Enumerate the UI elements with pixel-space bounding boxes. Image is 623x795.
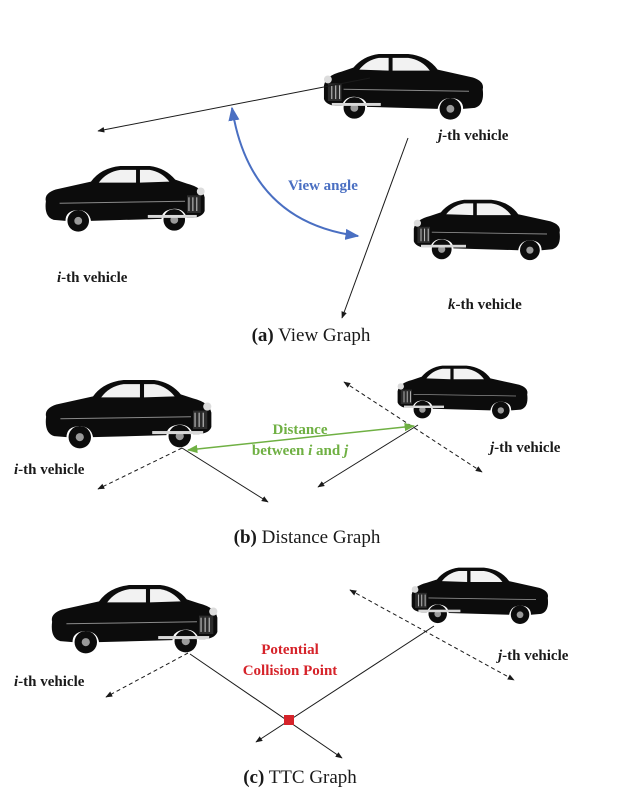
label-vehicle-j-panel-a: j-th vehicle [436, 128, 509, 144]
panel-c-ttc-graph: Potential Collision Point i-th vehicle j… [14, 568, 569, 788]
view-angle-arc [228, 106, 360, 240]
panel-a-view-graph: View angle j-th vehicle i-th vehicle k-t… [45, 54, 560, 346]
distance-label-line2: between i and j [252, 443, 349, 459]
heading-i-dashed [97, 447, 183, 490]
car-i-panel-b [45, 379, 212, 449]
panel-b-distance-graph: Distance between i and j i-th vehicle j-… [14, 366, 561, 548]
caption-panel-c: (c) TTC Graph [243, 767, 357, 788]
label-vehicle-i-panel-a: i-th vehicle [57, 270, 128, 286]
car-k-panel-a [414, 200, 560, 260]
caption-panel-b: (b) Distance Graph [234, 527, 381, 548]
view-angle-label: View angle [288, 178, 358, 194]
view-ray-left [97, 77, 371, 133]
view-ray-down [341, 137, 409, 319]
car-j-panel-c [412, 568, 548, 624]
car-j-panel-a [324, 54, 483, 120]
distance-line [186, 422, 416, 454]
collision-label-line1: Potential [261, 642, 319, 658]
distance-label-line1: Distance [273, 422, 328, 438]
car-j-panel-b [398, 366, 528, 420]
heading-i-solid [181, 447, 269, 503]
heading-i-dashed-c [105, 652, 189, 698]
label-vehicle-i-panel-b: i-th vehicle [14, 462, 85, 478]
car-i-panel-a [45, 165, 206, 233]
collision-point-marker [284, 715, 294, 725]
trajectory-i [189, 653, 343, 759]
label-vehicle-k-panel-a: k-th vehicle [448, 297, 522, 313]
label-vehicle-j-panel-b: j-th vehicle [488, 440, 561, 456]
label-vehicle-j-panel-c: j-th vehicle [496, 648, 569, 664]
collision-label-line2: Collision Point [243, 663, 338, 679]
caption-panel-a: (a) View Graph [252, 325, 371, 346]
label-vehicle-i-panel-c: i-th vehicle [14, 674, 85, 690]
heading-j-dashed-c [349, 589, 515, 681]
car-i-panel-c [51, 584, 218, 654]
